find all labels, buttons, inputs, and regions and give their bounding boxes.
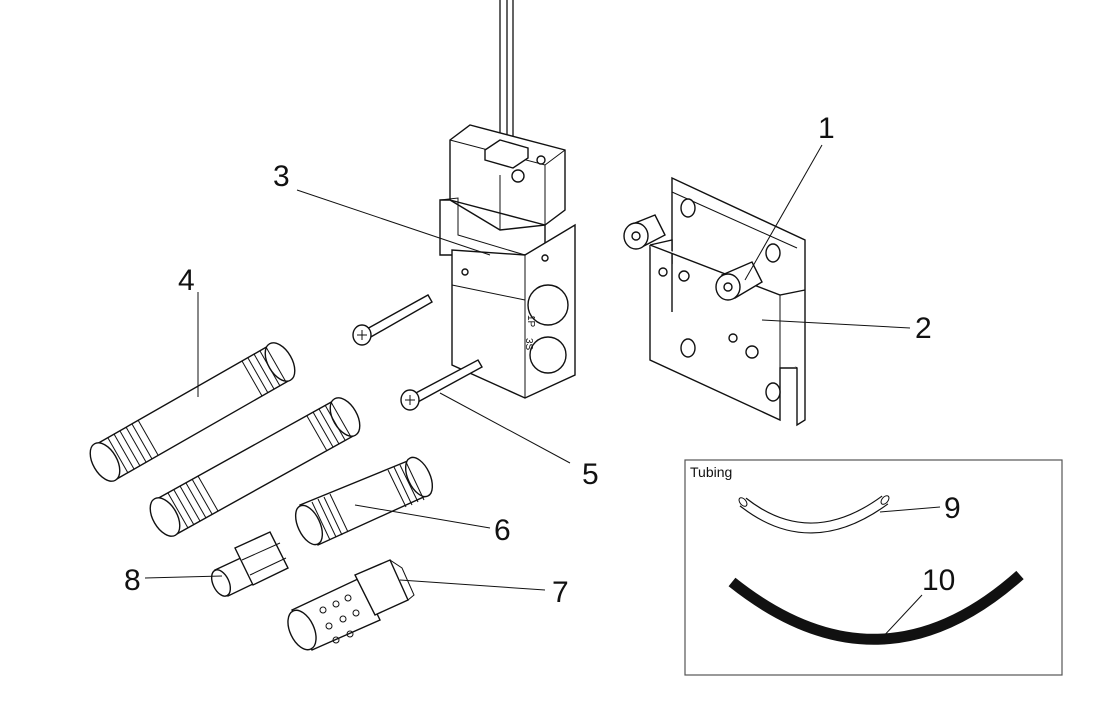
- callout-7: 7: [552, 576, 569, 609]
- port-lower: [529, 336, 567, 374]
- mounting-bracket: [623, 176, 806, 427]
- pipe-nipple-short: [294, 456, 434, 546]
- port-mark-1p: 1P: [525, 315, 536, 328]
- black-tubing: [728, 570, 1024, 645]
- callout-6: 6: [494, 514, 511, 547]
- solenoid-valve: 1P 3S: [439, 0, 576, 399]
- bracket-screw-lower: [715, 261, 763, 301]
- clear-tubing: [740, 496, 888, 533]
- bracket-screw-upper: [623, 214, 666, 250]
- pipe-nipple-long-1: [89, 342, 296, 482]
- port-upper: [527, 284, 569, 326]
- valve-cable: [499, 0, 514, 140]
- callout-2: 2: [915, 312, 932, 345]
- valve-screws: [352, 294, 483, 411]
- callout-8: 8: [124, 564, 141, 597]
- callout-10: 10: [922, 564, 955, 597]
- exhaust-muffler: [287, 559, 415, 651]
- callout-1: 1: [818, 112, 835, 145]
- callout-9: 9: [944, 492, 961, 525]
- callout-4: 4: [178, 264, 195, 297]
- pipe-nipple-long-2: [149, 397, 361, 537]
- leader-lines: [144, 144, 941, 641]
- connector-screw: [511, 169, 525, 183]
- cable-plug: [484, 139, 529, 169]
- tubing-inset: Tubing: [684, 459, 1063, 676]
- callout-5: 5: [582, 458, 599, 491]
- callout-3: 3: [273, 160, 290, 193]
- tubing-box-label: Tubing: [690, 464, 732, 480]
- tube-fitting: [210, 531, 289, 597]
- callout-labels: 1 2 3 4 5 6 7 8 9 10: [124, 112, 961, 609]
- port-mark-3s: 3S: [523, 338, 534, 351]
- tubing-box: [684, 459, 1063, 676]
